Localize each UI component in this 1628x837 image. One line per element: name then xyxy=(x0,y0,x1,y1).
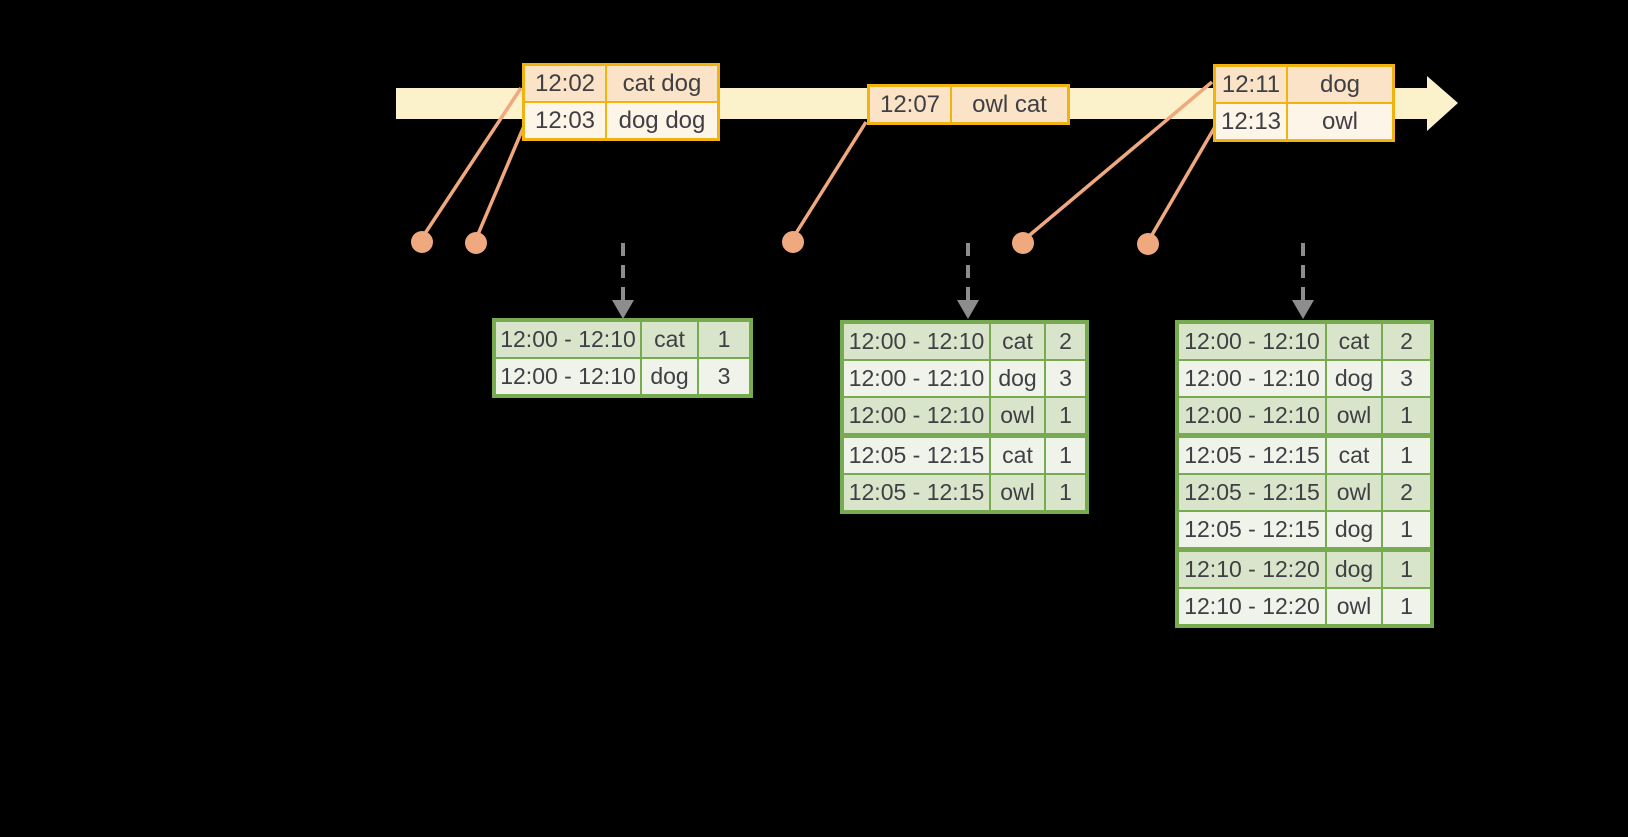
event-words-cell: dog dog xyxy=(618,106,706,134)
window-cell: 12:05 - 12:15 xyxy=(844,475,991,510)
event-time-cell: 12:02 xyxy=(525,66,607,101)
event-row: 12:07 owl cat xyxy=(870,87,1067,122)
word-cell: dog xyxy=(1327,361,1383,396)
word-cell: cat xyxy=(642,322,699,357)
word-cell: cat xyxy=(991,438,1046,473)
event-time-cell: 12:13 xyxy=(1216,104,1288,139)
event-row: 12:11 dog xyxy=(1216,67,1392,102)
word-cell: owl xyxy=(1327,398,1383,433)
window-cell: 12:00 - 12:10 xyxy=(1179,361,1327,396)
count-cell: 2 xyxy=(1059,328,1072,354)
connector-line xyxy=(1023,80,1214,241)
count-cell: 1 xyxy=(1400,516,1413,542)
word-cell: owl xyxy=(1327,589,1383,624)
word-cell: cat xyxy=(1327,438,1383,473)
word-cell: owl xyxy=(991,398,1046,433)
event-words-cell: owl cat xyxy=(972,90,1047,118)
event-dot xyxy=(782,231,804,253)
event-time-cell: 12:11 xyxy=(1216,67,1288,102)
event-words-cell: dog xyxy=(1319,70,1361,98)
count-cell: 1 xyxy=(1059,479,1072,505)
word-cell: dog xyxy=(642,359,699,394)
window-cell: 12:00 - 12:10 xyxy=(496,322,642,357)
connector-line xyxy=(474,125,526,240)
window-cell: 12:00 - 12:10 xyxy=(844,398,991,433)
count-cell: 1 xyxy=(1400,442,1413,468)
window-cell: 12:05 - 12:15 xyxy=(1179,438,1327,473)
count-cell: 3 xyxy=(1059,365,1072,391)
count-cell: 1 xyxy=(1400,593,1413,619)
event-row: 12:02 cat dog xyxy=(525,66,717,101)
window-cell: 12:05 - 12:15 xyxy=(1179,475,1327,510)
connector-line xyxy=(420,87,523,239)
window-cell: 12:00 - 12:10 xyxy=(844,324,991,359)
word-cell: dog xyxy=(1327,552,1383,587)
count-cell: 1 xyxy=(1400,402,1413,428)
event-row: 12:03 dog dog xyxy=(525,101,717,138)
event-dot xyxy=(411,231,433,253)
window-cell: 12:05 - 12:15 xyxy=(844,438,991,473)
window-cell: 12:10 - 12:20 xyxy=(1179,552,1327,587)
event-words-cell: owl xyxy=(1321,107,1358,135)
count-cell: 1 xyxy=(717,326,731,352)
window-cell: 12:00 - 12:10 xyxy=(844,361,991,396)
word-cell: owl xyxy=(1327,475,1383,510)
window-cell: 12:00 - 12:10 xyxy=(496,359,642,394)
trigger-arrow-head xyxy=(1292,300,1314,319)
event-row: 12:13 owl xyxy=(1216,102,1392,139)
event-words-cell: cat dog xyxy=(622,69,702,97)
event-table-1: 12:02 cat dog 12:03 dog dog xyxy=(522,63,720,141)
count-cell: 1 xyxy=(1059,442,1072,468)
count-cell: 1 xyxy=(1059,402,1072,428)
count-cell: 1 xyxy=(1400,556,1413,582)
window-cell: 12:05 - 12:15 xyxy=(1179,512,1327,547)
word-cell: owl xyxy=(991,475,1046,510)
event-time-cell: 12:03 xyxy=(525,103,607,138)
stream-timeline-arrowhead xyxy=(1427,76,1458,131)
event-dot xyxy=(1012,232,1034,254)
connector-line xyxy=(1147,124,1218,241)
trigger-arrow-head xyxy=(957,300,979,319)
count-cell: 3 xyxy=(717,363,731,389)
event-table-3: 12:11 dog 12:13 owl xyxy=(1213,64,1395,142)
connector-line xyxy=(791,121,868,239)
window-cell: 12:10 - 12:20 xyxy=(1179,589,1327,624)
window-cell: 12:00 - 12:10 xyxy=(1179,398,1327,433)
word-cell: cat xyxy=(1327,324,1383,359)
count-cell: 2 xyxy=(1400,479,1413,505)
word-cell: cat xyxy=(991,324,1046,359)
count-cell: 2 xyxy=(1400,328,1413,354)
word-cell: dog xyxy=(1327,512,1383,547)
event-time-cell: 12:07 xyxy=(870,87,952,122)
event-dot xyxy=(465,232,487,254)
event-dot xyxy=(1137,233,1159,255)
count-cell: 3 xyxy=(1400,365,1413,391)
trigger-arrow-head xyxy=(612,300,634,319)
window-cell: 12:00 - 12:10 xyxy=(1179,324,1327,359)
event-table-2: 12:07 owl cat xyxy=(867,84,1070,125)
word-cell: dog xyxy=(991,361,1046,396)
